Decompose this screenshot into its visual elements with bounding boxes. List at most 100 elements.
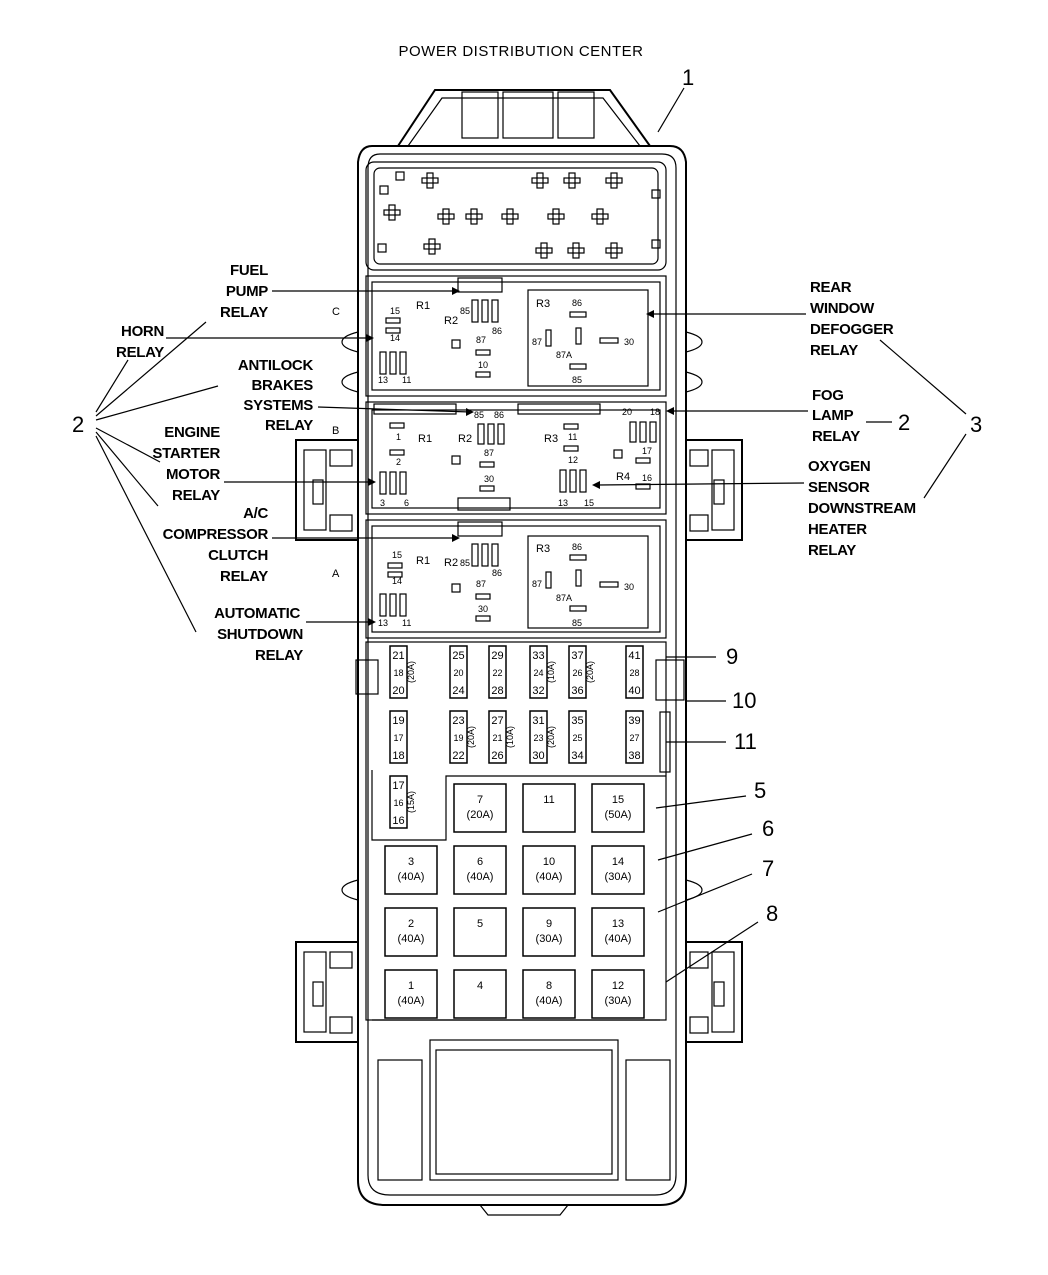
mini-fuse-top: 21 [392,650,404,662]
svg-text:R2: R2 [458,433,472,445]
svg-text:85: 85 [460,558,470,568]
fuse-area: 211820(20A)252024292228332432(10A)372636… [355,641,685,1021]
svg-text:86: 86 [492,326,502,336]
svg-text:13: 13 [558,498,568,508]
svg-text:RELAY: RELAY [255,647,303,664]
top-terminal-block [365,161,667,271]
svg-text:14: 14 [392,576,402,586]
svg-text:20: 20 [622,407,632,417]
callout-9: 9 [726,644,738,669]
maxi-fuse: 7(20A) [453,783,507,833]
terminal-glyph [535,242,553,259]
svg-text:ANTILOCK: ANTILOCK [238,357,314,374]
relay-section-c: C R1 15 14 13 11 R2 85 86 87 10 R3 86 87… [332,275,667,397]
mini-fuse-bot: 22 [452,750,464,762]
svg-text:RELAY: RELAY [172,487,220,504]
label-auto-shutdown-relay: AUTOMATIC SHUTDOWN RELAY [214,605,303,664]
terminal-pin [379,185,389,195]
svg-text:R2: R2 [444,557,458,569]
label-ac-compressor-relay: A/C COMPRESSOR CLUTCH RELAY [163,505,269,585]
maxi-fuse-number: 10 [543,856,555,868]
svg-text:10: 10 [478,360,488,370]
mini-fuse-top: 17 [392,780,404,792]
label-oxygen-sensor-relay: OXYGEN SENSOR DOWNSTREAM HEATER RELAY [808,458,916,559]
mini-fuse-bot: 32 [532,685,544,697]
svg-text:87: 87 [532,579,542,589]
mini-fuse-rating: (20A) [406,661,416,683]
mini-fuse-bot: 26 [491,750,503,762]
svg-text:A/C: A/C [243,505,268,522]
svg-text:11: 11 [568,432,577,442]
svg-text:R1: R1 [416,300,430,312]
maxi-fuse: 15(50A) [591,783,645,833]
maxi-fuse-rating: (30A) [605,871,632,883]
maxi-fuse-number: 3 [408,856,414,868]
svg-text:FOG: FOG [812,387,844,404]
svg-text:R4: R4 [616,471,630,483]
maxi-fuse: 1(40A) [384,969,438,1019]
svg-text:PUMP: PUMP [226,283,268,300]
callout-6: 6 [762,816,774,841]
svg-text:RELAY: RELAY [810,342,858,359]
mini-fuse-top: 29 [491,650,503,662]
terminal-glyph [605,172,623,189]
terminal-glyph [465,208,483,225]
svg-text:DOWNSTREAM: DOWNSTREAM [808,500,916,517]
terminal-glyph [605,242,623,259]
mini-fuse-mid: 21 [492,733,502,743]
mini-fuse-top: 31 [532,715,544,727]
maxi-fuse-number: 2 [408,918,414,930]
terminal-pin [651,189,661,199]
svg-text:86: 86 [572,542,582,552]
svg-text:15: 15 [390,306,400,316]
svg-text:RELAY: RELAY [116,344,164,361]
svg-text:13: 13 [378,375,388,385]
svg-text:R1: R1 [416,555,430,567]
svg-text:11: 11 [402,375,411,385]
maxi-fuse: 10(40A) [522,845,576,895]
terminal-glyph [591,208,609,225]
svg-text:1: 1 [396,432,401,442]
svg-text:12: 12 [568,455,578,465]
section-letter-a: A [332,568,340,580]
mini-fuse-top: 27 [491,715,503,727]
relay-r1-b-pins [379,422,407,495]
svg-text:RELAY: RELAY [812,428,860,445]
svg-text:COMPRESSOR: COMPRESSOR [163,526,269,543]
mini-fuse-bot: 24 [452,685,464,697]
svg-text:STARTER: STARTER [152,445,220,462]
svg-text:87: 87 [476,579,486,589]
svg-text:HEATER: HEATER [808,521,867,538]
mini-fuse-top: 37 [571,650,583,662]
terminal-glyph [547,208,565,225]
callout-7: 7 [762,856,774,881]
mini-fuse-mid: 24 [533,668,543,678]
maxi-fuse-rating: (40A) [398,995,425,1007]
relay-r3-c-housing [527,289,649,387]
svg-text:13: 13 [378,618,388,628]
svg-text:86: 86 [494,410,504,420]
maxi-fuse-number: 9 [546,918,552,930]
label-engine-starter-relay: ENGINE STARTER MOTOR RELAY [152,424,220,504]
mini-fuse-top: 39 [628,715,640,727]
mini-fuse-rating: (20A) [585,661,595,683]
maxi-fuse: 8(40A) [522,969,576,1019]
maxi-fuse-number: 8 [546,980,552,992]
svg-text:ENGINE: ENGINE [164,424,220,441]
mini-fuse-mid: 18 [393,668,403,678]
svg-text:86: 86 [492,568,502,578]
svg-text:87A: 87A [556,350,572,360]
maxi-fuse: 12(30A) [591,969,645,1019]
svg-text:R3: R3 [544,433,558,445]
mini-fuse-bot: 20 [392,685,404,697]
svg-text:16: 16 [642,473,652,483]
svg-text:DEFOGGER: DEFOGGER [810,321,894,338]
mini-fuse-top: 19 [392,715,404,727]
svg-text:87: 87 [484,448,494,458]
svg-text:30: 30 [478,604,488,614]
mini-fuse-mid: 16 [393,798,403,808]
svg-text:11: 11 [402,618,411,628]
maxi-fuse: 5 [453,907,507,957]
